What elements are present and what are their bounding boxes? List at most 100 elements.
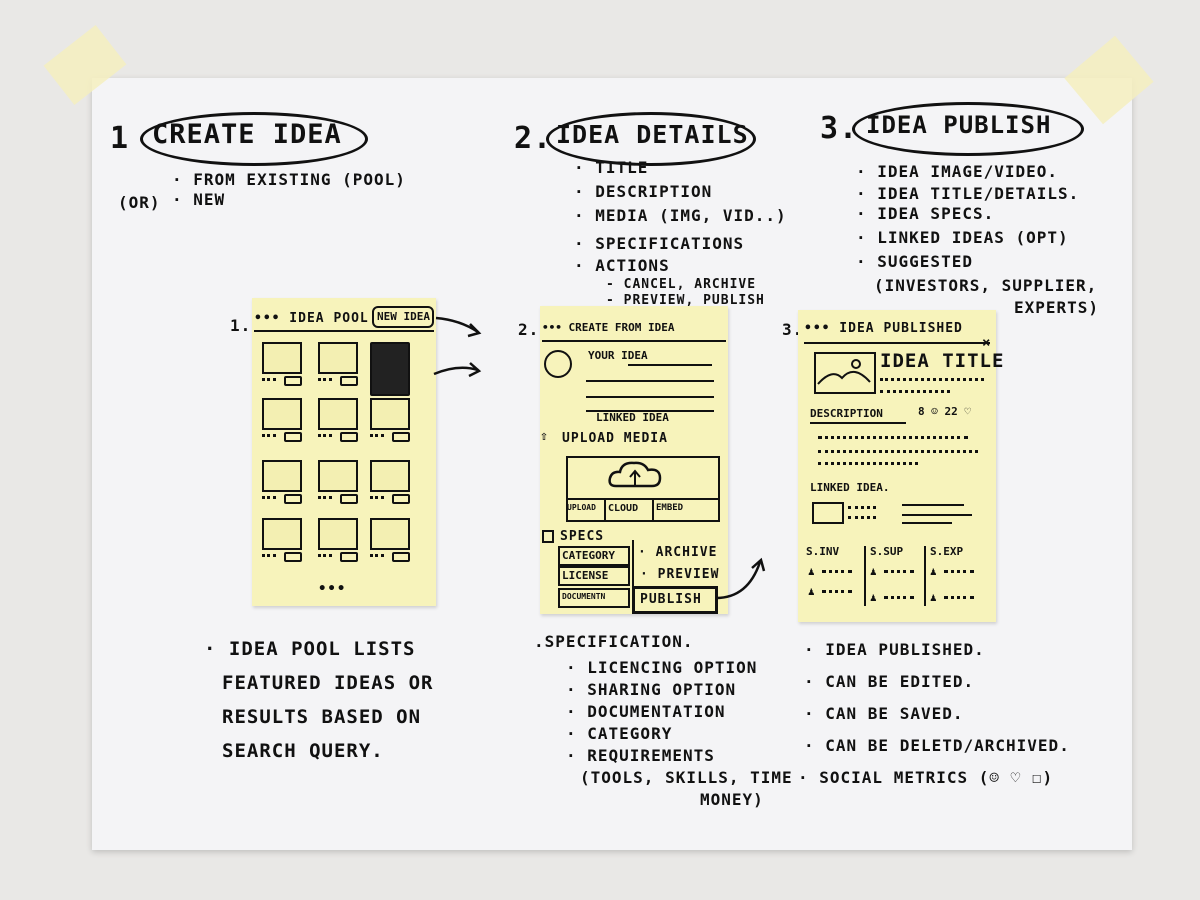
notes1-line: SEARCH QUERY. [222,740,384,762]
column-divider [924,546,926,606]
sticky-idea-pool: ••• IDEA POOL NEW IDEA ••• [252,298,436,606]
idea-badge [340,432,358,442]
idea-caption [262,434,276,441]
idea-caption [318,496,332,503]
new-idea-button[interactable] [372,306,434,328]
notes-col2-heading: .SPECIFICATION. [534,632,694,651]
suggested-suppliers-label: S.SUP [870,545,904,558]
linked-idea-link[interactable]: LINKED IDEA [596,411,669,424]
linked-idea-label: LINKED IDEA. [810,481,890,494]
archive-action[interactable]: · ARCHIVE [638,545,718,560]
pool-pager[interactable]: ••• [318,581,347,597]
person-icon: ♟ [870,565,877,578]
title-text [880,378,984,385]
person-name [822,590,852,597]
notes3-line: · CAN BE DELETD/ARCHIVED. [804,736,1070,755]
idea-thumbnail[interactable] [318,342,358,374]
header-divider [254,330,434,332]
person-name [884,570,914,577]
idea-caption [370,554,384,561]
notes3-line: · CAN BE EDITED. [804,672,975,691]
idea-badge [392,432,410,442]
person-icon: ♟ [808,565,815,578]
suggested-investors-label: S.INV [806,545,840,558]
embed-button[interactable] [652,498,720,522]
notes1-line: · IDEA POOL LISTS [204,638,416,660]
idea-image-placeholder [814,352,876,394]
col1-number: 1 [110,121,130,156]
idea-badge [340,552,358,562]
col3-item: · IDEA TITLE/DETAILS. [856,184,1080,203]
person-icon: ♟ [930,591,937,604]
publish-button[interactable] [632,586,718,614]
person-name [944,570,974,577]
header-divider [804,342,990,344]
idea-thumbnail[interactable] [370,342,410,396]
col2-item: · DESCRIPTION [574,182,713,201]
linked-idea-thumb[interactable] [812,502,844,524]
documentation-button[interactable] [558,588,630,608]
preview-action[interactable]: · PREVIEW [640,567,720,582]
col2-heading-oval [546,112,756,166]
idea-pool-title: ••• IDEA POOL [254,311,369,326]
idea-thumbnail[interactable] [262,460,302,492]
col2-heading: IDEA DETAILS [556,120,749,149]
idea-published-title: ••• IDEA PUBLISHED [804,321,963,336]
sticky1-number: 1. [230,316,252,335]
col3-item: · IDEA SPECS. [856,204,995,223]
idea-caption [370,434,384,441]
col2-sub-item: - PREVIEW, PUBLISH [606,293,765,308]
col1-heading-oval [140,112,368,166]
cloud-button-label: CLOUD [608,503,639,514]
linked-idea-text [848,506,876,513]
description-text [818,462,918,469]
idea-thumbnail[interactable] [262,518,302,550]
idea-badge [284,552,302,562]
notes3-line: · IDEA PUBLISHED. [804,640,985,659]
person-icon: ♟ [808,585,815,598]
notes2-line: · REQUIREMENTS [566,746,715,765]
publish-button-label: PUBLISH [640,592,702,607]
col3-sub-item: (INVESTORS, SUPPLIER, [874,276,1098,295]
idea-thumbnail[interactable] [318,518,358,550]
idea-thumbnail[interactable] [370,518,410,550]
idea-badge [340,494,358,504]
sticky-idea-published: ••• IDEA PUBLISHED × IDEA TITLE DESCRIPT… [798,310,1003,622]
person-name [822,570,852,577]
idea-caption [318,554,332,561]
idea-badge [392,552,410,562]
arrow-new-idea [433,316,482,378]
idea-thumbnail[interactable] [262,342,302,374]
linked-idea-text [902,504,964,506]
your-idea-label: YOUR IDEA [588,349,648,362]
text-line [586,410,714,412]
col3-sub-item: EXPERTS) [1014,298,1100,317]
person-name [884,596,914,603]
license-button[interactable] [558,566,630,586]
embed-button-label: EMBED [656,503,684,513]
idea-caption [318,378,332,385]
title-text [880,390,950,397]
person-name [944,596,974,603]
category-button-label: CATEGORY [562,549,615,562]
cloud-icon [608,461,662,488]
col2-number: 2. [514,121,553,156]
idea-thumbnail[interactable] [318,460,358,492]
header-divider [542,340,726,342]
col3-number: 3. [820,111,859,146]
sticky3-number: 3. [782,320,804,339]
create-from-idea-title: ••• CREATE FROM IDEA [542,321,675,334]
col3-heading-oval [852,102,1084,156]
idea-caption [370,496,384,503]
idea-thumbnail[interactable] [370,460,410,492]
category-button[interactable] [558,546,630,566]
idea-thumbnail[interactable] [262,398,302,430]
idea-thumbnail[interactable] [370,398,410,430]
notes2-line: · CATEGORY [566,724,673,743]
description-label: DESCRIPTION [810,407,883,420]
idea-thumbnail[interactable] [318,398,358,430]
col2-item: · MEDIA (IMG, VID..) [574,206,787,225]
new-idea-button-label: NEW IDEA [377,310,430,323]
col3-heading: IDEA PUBLISH [866,111,1052,139]
image-icon [817,359,871,385]
